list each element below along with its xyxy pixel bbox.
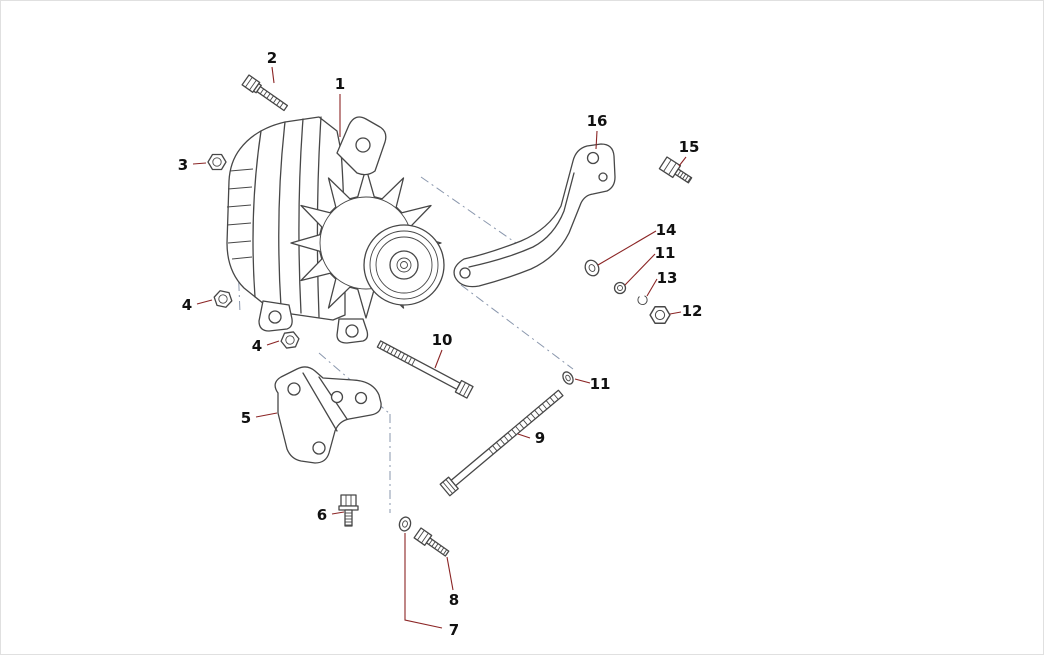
part-callout-1: 1	[334, 75, 346, 93]
bolt-10-drawing	[376, 340, 474, 399]
part-callout-8: 8	[448, 591, 460, 609]
pulley	[363, 224, 445, 306]
bolt-9-drawing	[439, 389, 564, 497]
bolt-8-drawing	[413, 527, 450, 557]
part-callout-4a: 4	[181, 296, 193, 314]
bolt-2-drawing	[241, 74, 289, 112]
part-callout-11b: 11	[589, 375, 611, 393]
nut-3-drawing	[207, 153, 227, 171]
part-callout-3: 3	[177, 156, 189, 174]
part-callout-15: 15	[678, 138, 700, 156]
leader-lines	[192, 66, 687, 629]
part-callout-13: 13	[656, 269, 678, 287]
part-callout-14: 14	[655, 221, 677, 239]
part-callout-7: 7	[448, 621, 460, 639]
washer-7-drawing	[398, 516, 412, 532]
clip-13-drawing	[637, 295, 648, 305]
nut-4b-drawing	[280, 331, 300, 349]
part-callout-12: 12	[681, 302, 703, 320]
part-callout-11a: 11	[654, 244, 676, 262]
part-callout-2: 2	[266, 49, 278, 67]
part-callout-5: 5	[240, 409, 252, 427]
washer-11a-drawing	[613, 281, 627, 295]
alternator-drawing	[226, 116, 445, 344]
nut-4a-drawing	[213, 290, 233, 308]
washer-14-drawing	[584, 259, 600, 277]
bracket-16-drawing	[453, 143, 616, 288]
nut-12-drawing	[649, 306, 671, 324]
bottom-lugs	[258, 300, 369, 344]
washer-11b-drawing	[562, 371, 574, 385]
bolt-6-drawing	[338, 494, 359, 527]
part-callout-10: 10	[431, 331, 453, 349]
part-callout-16: 16	[586, 112, 608, 130]
part-callout-9: 9	[534, 429, 546, 447]
top-mounting-ear	[336, 116, 387, 176]
bracket-5-drawing	[274, 366, 382, 464]
bolt-15-drawing	[658, 156, 693, 184]
part-callout-4b: 4	[251, 337, 263, 355]
part-callout-6: 6	[316, 506, 328, 524]
